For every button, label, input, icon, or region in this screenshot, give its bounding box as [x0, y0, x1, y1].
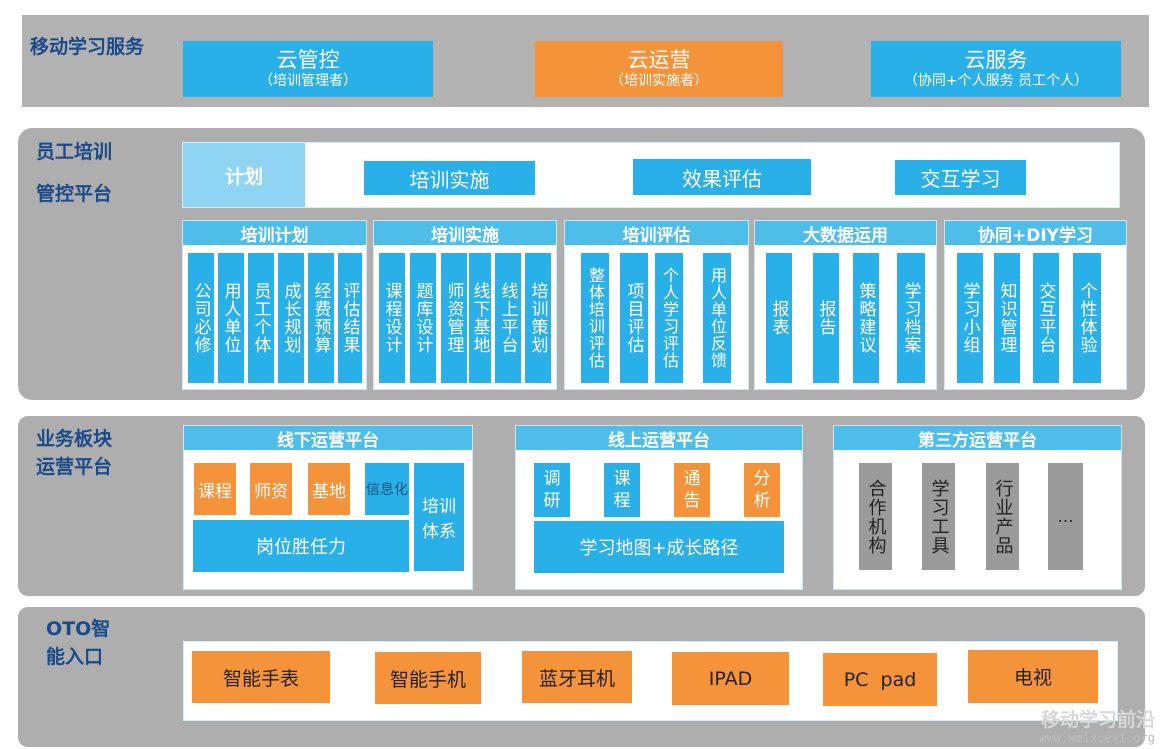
offline-item: 课程 [194, 463, 236, 515]
module-item: 线下基地 [469, 253, 491, 383]
module-title: 培训评估 [565, 221, 748, 246]
third-party-item: 行业产品 [986, 463, 1019, 570]
offline-platform: 线下运营平台 课程 师资 基地 信息化 培训体系 岗位胜任力 [183, 425, 473, 590]
business-label-line2: 运营平台 [36, 456, 113, 478]
module-item: 评估结果 [338, 253, 362, 383]
module-item: 员工个体 [248, 253, 274, 383]
module-title: 大数据运用 [755, 221, 936, 246]
module-item: 经费预算 [308, 253, 334, 383]
module-item: 题库设计 [410, 253, 436, 383]
plan-tab: 计划 [183, 143, 305, 207]
online-learning-map: 学习地图+成长路径 [534, 521, 784, 573]
device-tv: 电视 [968, 650, 1098, 703]
online-platform: 线上运营平台 调研 课程 通告 分析 学习地图+成长路径 [515, 425, 803, 590]
module-item: 知识管理 [994, 253, 1020, 383]
third-party-platform-title: 第三方运营平台 [834, 426, 1121, 451]
module-item: 成长规划 [278, 253, 304, 383]
tab-interactive-learning: 交互学习 [895, 160, 1026, 195]
module-item: 个人学习评估 [655, 253, 683, 383]
module-item: 交互平台 [1033, 253, 1059, 383]
cloud-operation-title: 云运营 [627, 48, 691, 72]
offline-training-system: 培训体系 [414, 463, 464, 571]
module-item: 策略建议 [853, 253, 879, 383]
module-item: 学习档案 [897, 253, 925, 383]
module-item: 报告 [813, 253, 839, 383]
offline-item: 信息化 [365, 463, 409, 515]
offline-item: 师资 [250, 463, 292, 515]
online-item: 调研 [534, 463, 570, 517]
watermark: 移动学习前沿 www.weixuexi.org [1039, 709, 1155, 745]
cloud-service-label: 移动学习服务 [30, 36, 145, 58]
oto-device-strip [183, 641, 1118, 721]
online-platform-title: 线上运营平台 [516, 426, 802, 451]
module-item: 公司必修 [188, 253, 214, 383]
module-item: 学习小组 [957, 253, 983, 383]
cloud-operation-sub: （培训实施者） [610, 73, 708, 89]
module-title: 培训计划 [183, 221, 366, 246]
module-training-plan: 培训计划 公司必修 用人单位 员工个体 成长规划 经费预算 评估结果 [182, 220, 367, 390]
module-item: 项目评估 [620, 253, 648, 383]
module-title: 培训实施 [374, 221, 556, 246]
offline-platform-title: 线下运营平台 [184, 426, 472, 451]
module-title: 协同+DIY学习 [945, 221, 1126, 246]
module-item: 师资管理 [441, 253, 467, 383]
module-training-evaluation: 培训评估 整体培训评估 项目评估 个人学习评估 用人单位反馈 [564, 220, 749, 390]
oto-label-line2: 能入口 [46, 646, 104, 668]
watermark-name: 移动学习前沿 [1040, 709, 1155, 731]
device-smartwatch: 智能手表 [192, 651, 330, 703]
module-training-implementation: 培训实施 课程设计 题库设计 师资管理 线下基地 线上平台 培训策划 [373, 220, 557, 390]
watermark-url: www.weixuexi.org [1039, 731, 1155, 745]
cloud-control-sub: （培训管理者） [259, 73, 357, 89]
device-ipad: IPAD [672, 652, 789, 705]
device-bluetooth-earphone: 蓝牙耳机 [522, 651, 632, 703]
offline-competency: 岗位胜任力 [193, 520, 409, 572]
online-item: 课程 [604, 463, 640, 517]
third-party-platform: 第三方运营平台 合作机构 学习工具 行业产品 … [833, 425, 1122, 590]
third-party-item: … [1048, 463, 1083, 570]
module-item: 个性体验 [1073, 253, 1101, 383]
oto-label-line1: OTO智 [46, 618, 111, 640]
tab-training-implementation: 培训实施 [364, 161, 535, 195]
online-item: 分析 [744, 463, 780, 517]
cloud-control-box: 云管控 （培训管理者） [183, 41, 433, 97]
tab-effect-evaluation: 效果评估 [633, 159, 811, 195]
offline-item: 基地 [308, 463, 350, 515]
module-item: 用人单位 [218, 253, 244, 383]
third-party-item: 合作机构 [859, 463, 892, 570]
training-label-line2: 管控平台 [36, 183, 113, 205]
cloud-operation-box: 云运营 （培训实施者） [535, 41, 783, 97]
module-collab-diy: 协同+DIY学习 学习小组 知识管理 交互平台 个性体验 [944, 220, 1127, 390]
module-item: 课程设计 [379, 253, 405, 383]
module-big-data: 大数据运用 报表 报告 策略建议 学习档案 [754, 220, 937, 390]
module-item: 整体培训评估 [581, 253, 609, 383]
training-label-line1: 员工培训 [36, 141, 113, 163]
third-party-item: 学习工具 [922, 463, 955, 570]
online-item: 通告 [674, 463, 710, 517]
cloud-control-title: 云管控 [276, 48, 340, 72]
cloud-service-title: 云服务 [964, 48, 1028, 72]
module-item: 线上平台 [495, 253, 521, 383]
cloud-service-sub: （协同+个人服务 员工个人） [903, 73, 1089, 89]
module-item: 培训策划 [525, 253, 551, 383]
device-pc-pad: PC pad [823, 653, 937, 706]
business-label-line1: 业务板块 [36, 428, 113, 450]
module-item: 报表 [766, 253, 792, 383]
device-smartphone: 智能手机 [375, 652, 481, 704]
cloud-service-box: 云服务 （协同+个人服务 员工个人） [871, 41, 1121, 97]
module-item: 用人单位反馈 [703, 253, 731, 383]
